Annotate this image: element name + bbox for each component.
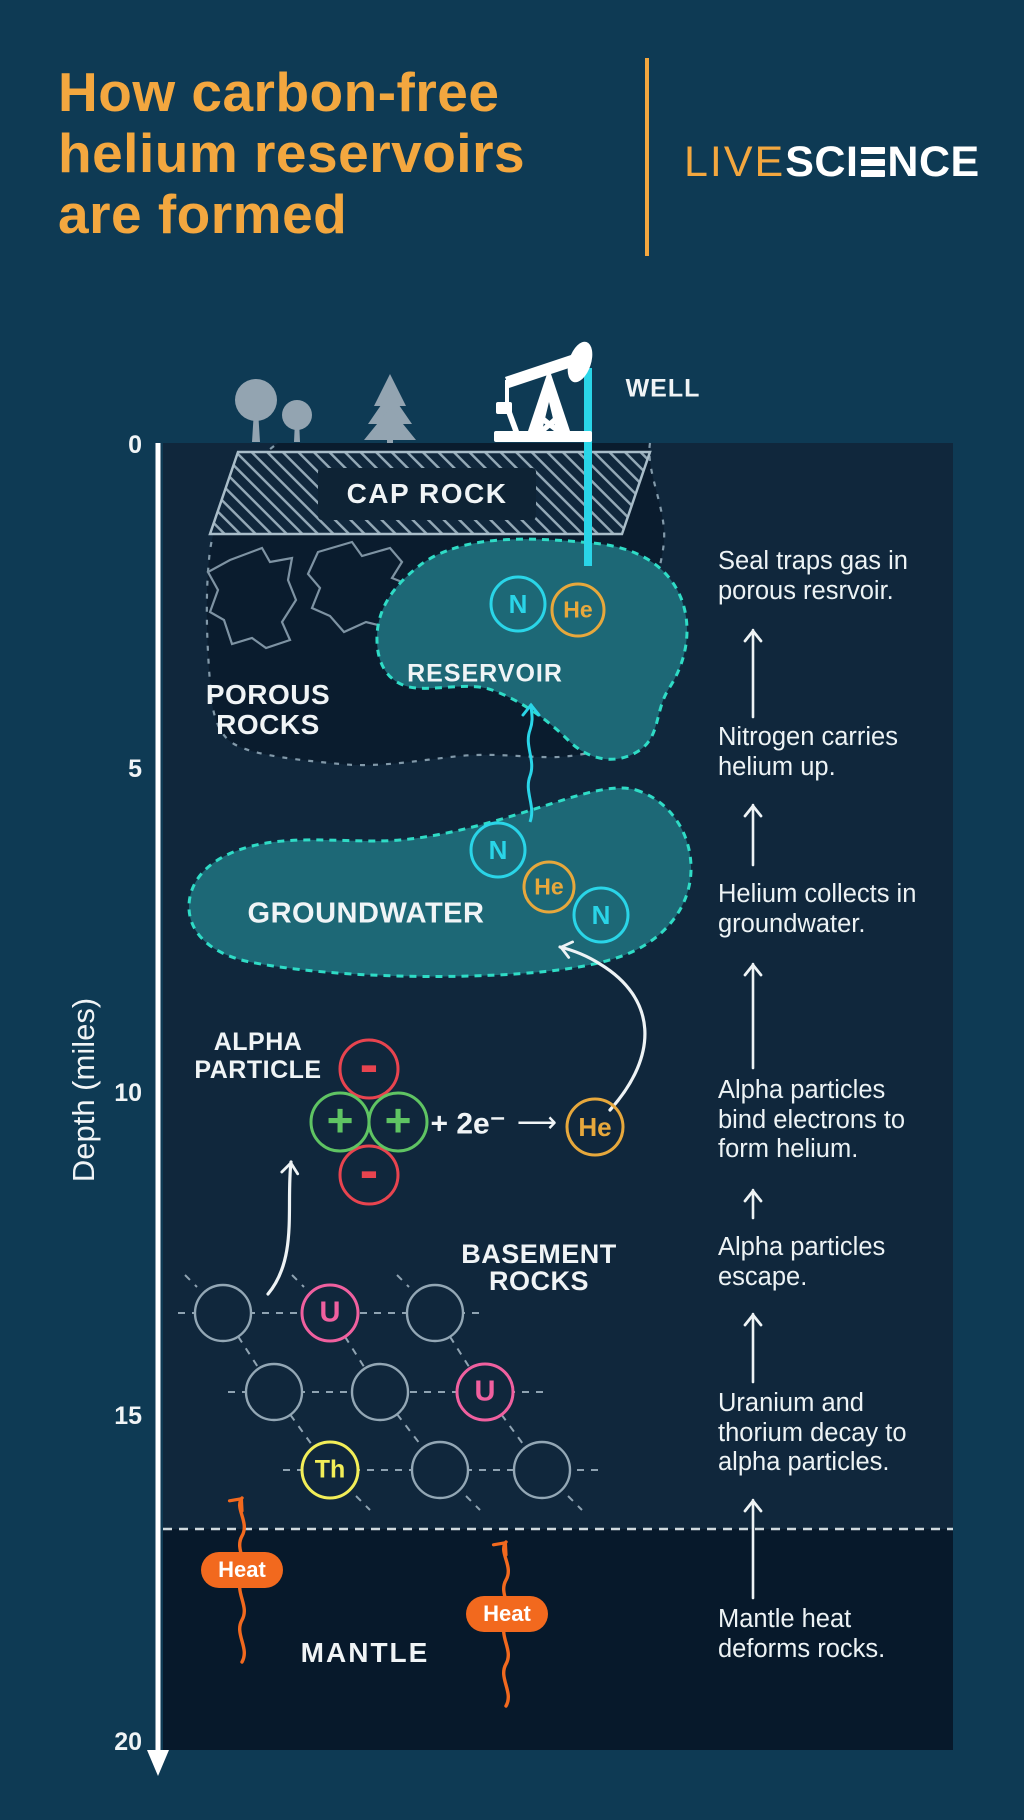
nitrogen-label: N xyxy=(488,835,508,865)
rock-outline-icon xyxy=(206,546,298,650)
well-label: WELL xyxy=(625,374,701,403)
flow-arrows xyxy=(266,940,647,1296)
heat-badge: Heat xyxy=(466,1596,548,1632)
uranium-label: U xyxy=(319,1296,341,1329)
basement-rocks-label: BASEMENT ROCKS xyxy=(461,1239,617,1296)
helium-product-circle xyxy=(565,1097,625,1157)
pine-tree-icon xyxy=(364,374,416,443)
helium-label: He xyxy=(534,873,564,900)
heat-label: Heat xyxy=(483,1601,531,1626)
alpha-particle-label: ALPHA PARTICLE xyxy=(194,1028,322,1084)
logo-live: LIVE xyxy=(684,137,786,186)
alpha-particle-cluster xyxy=(309,1038,429,1206)
annotation-decay: Uranium and thorium decay to alpha parti… xyxy=(718,1389,907,1476)
annotation-seal: Seal traps gas in porous resrvoir. xyxy=(718,547,908,605)
porous-rocks-label: POROUS ROCKS xyxy=(205,679,331,740)
reservoir-label: RESERVOIR xyxy=(407,659,563,688)
annotation-collect: Helium collects in groundwater. xyxy=(718,880,917,938)
annotation-bind: Alpha particles bind electrons to form h… xyxy=(718,1076,906,1163)
tick-15: 15 xyxy=(114,1402,142,1430)
equation-text: + 2e⁻ xyxy=(430,1107,506,1141)
helium-label: He xyxy=(563,596,593,623)
thorium-label: Th xyxy=(314,1455,346,1484)
groundwater-label: GROUNDWATER xyxy=(247,897,485,930)
uranium-circle xyxy=(300,1283,360,1343)
heat-badge: Heat xyxy=(201,1552,283,1588)
helium-rise-arrow xyxy=(521,702,541,823)
tick-5: 5 xyxy=(128,755,142,783)
header-divider xyxy=(645,58,649,256)
mantle-label: MANTLE xyxy=(300,1637,430,1668)
proton-label: + xyxy=(326,1094,354,1146)
tick-20: 20 xyxy=(114,1728,142,1756)
depth-axis xyxy=(147,443,169,1776)
uranium-label: U xyxy=(474,1375,496,1408)
basement-lattice xyxy=(178,1274,605,1511)
helium-label: He xyxy=(578,1112,612,1142)
electron-label: - xyxy=(359,1032,379,1095)
nitrogen-label: N xyxy=(591,900,611,930)
groundwater-blob xyxy=(187,786,693,978)
annotation-mantle-heat: Mantle heat deforms rocks. xyxy=(718,1605,886,1663)
proton-label: + xyxy=(384,1094,412,1146)
reservoir-blob xyxy=(375,537,689,761)
annotation-nitrogen: Nitrogen carries helium up. xyxy=(718,723,898,781)
tick-10: 10 xyxy=(114,1079,142,1107)
logo-stylized-e-icon xyxy=(861,147,886,177)
tick-0: 0 xyxy=(128,431,142,459)
cap-rock-label: CAP ROCK xyxy=(346,478,508,509)
well-pipe xyxy=(584,368,592,566)
nitrogen-label: N xyxy=(508,589,528,619)
uranium-circle xyxy=(455,1362,515,1422)
pump-jack-icon xyxy=(494,341,593,442)
thorium-circle xyxy=(300,1440,360,1500)
page-title: How carbon-free helium reservoirs are fo… xyxy=(58,61,526,245)
annotation-escape: Alpha particles escape. xyxy=(718,1233,886,1291)
cap-rock-band xyxy=(208,450,652,536)
logo-nce: NCE xyxy=(887,137,980,186)
tree-icons xyxy=(235,374,416,443)
equation-arrow-icon: ⟶ xyxy=(516,1106,558,1138)
heat-label: Heat xyxy=(218,1557,266,1582)
electron-label: - xyxy=(359,1138,379,1201)
logo-sci: SCI xyxy=(785,137,859,186)
